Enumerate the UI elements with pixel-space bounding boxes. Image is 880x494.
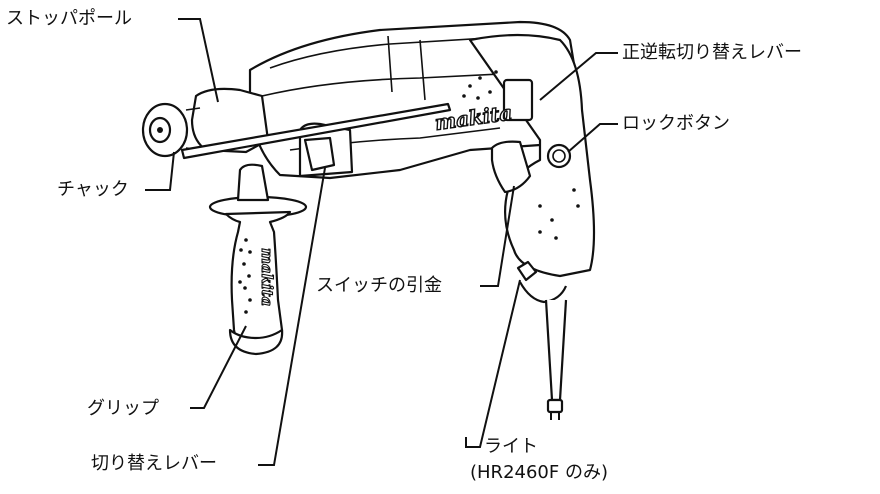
leader-change-lever (258, 167, 326, 466)
label-change-lever: 切り替えレバー (91, 453, 217, 474)
leader-chuck (145, 151, 175, 191)
label-lock-button: ロックボタン (622, 113, 730, 134)
leader-lines (145, 18, 618, 466)
leader-lock-button (567, 123, 618, 153)
label-chuck: チャック (57, 179, 129, 200)
makita-logo-grip: makita (258, 248, 276, 306)
label-grip: グリップ (87, 398, 159, 419)
leader-switch-trigger (480, 185, 515, 287)
leader-light (465, 279, 521, 448)
label-switch-trigger: スイッチの引金 (316, 275, 442, 296)
leader-grip (190, 325, 247, 409)
label-light: ライト (484, 436, 538, 457)
side-grip-drawing (208, 163, 308, 356)
label-light-note: (HR2460F のみ) (470, 462, 608, 483)
leader-stopper-pole (178, 18, 219, 103)
label-stopper-pole: ストッパポール (6, 8, 132, 29)
leader-reverse-lever (539, 52, 618, 101)
drill-body-drawing (141, 20, 596, 420)
label-reverse-lever: 正逆転切り替えレバー (622, 42, 802, 63)
